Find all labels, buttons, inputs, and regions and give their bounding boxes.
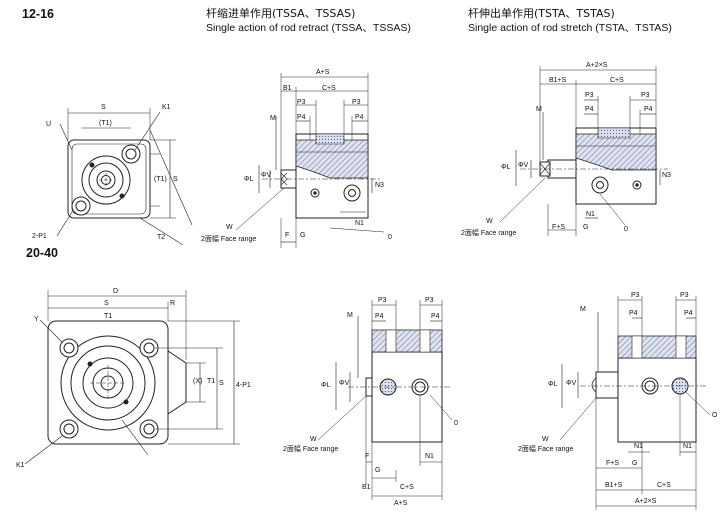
- label-o2: 0: [624, 226, 628, 233]
- label-f-s: F+S: [552, 224, 566, 231]
- label-f-s2: F+S: [606, 460, 620, 467]
- label-g4: G: [632, 460, 638, 467]
- label-n1-5: N1: [683, 443, 692, 450]
- label-r: R: [170, 300, 176, 307]
- label-s2: S: [104, 300, 109, 307]
- label-a-2s2: A+2×S: [635, 498, 657, 505]
- label-c-s3: C+S: [400, 484, 414, 491]
- label-p4-g: P4: [629, 310, 638, 317]
- label-2p1: 2-P1: [32, 233, 47, 240]
- label-m3: M: [347, 312, 353, 319]
- label-p3-g: P3: [631, 292, 640, 299]
- label-a-2s: A+2×S: [586, 62, 608, 69]
- side-view-tsta-20-40: [560, 296, 710, 510]
- label-s-vert2: 4-P1: [236, 382, 251, 389]
- label-y: (X): [193, 378, 203, 385]
- tssa-title-en: Single action of rod retract (TSSA、TSSAS…: [206, 22, 411, 34]
- label-w2: W: [486, 218, 493, 225]
- label-t1-vert: (T1): [154, 176, 167, 183]
- label-phi-l4: ΦL: [548, 381, 558, 388]
- label-g: G: [300, 232, 306, 239]
- label-w: W: [226, 224, 233, 231]
- label-p4-h: P4: [684, 310, 693, 317]
- label-a-s: A+S: [316, 69, 330, 76]
- label-u: U: [46, 121, 52, 128]
- label-o3: 0: [454, 420, 458, 427]
- front-view-20-40: [25, 290, 240, 464]
- label-m2: M: [536, 106, 542, 113]
- label-n1-4: N1: [634, 443, 643, 450]
- label-g2: G: [583, 224, 589, 231]
- label-face-range4: 2面幅 Face range: [518, 446, 574, 453]
- label-c-s: C+S: [322, 85, 336, 92]
- tsta-title-cn: 杆伸出单作用(TSTA、TSTAS): [468, 7, 615, 20]
- label-4p1: K1: [16, 462, 25, 469]
- label-a-s2: A+S: [394, 500, 408, 507]
- label-p3-f: P3: [425, 297, 434, 304]
- label-p4-c: P4: [585, 106, 594, 113]
- label-phi-v: ΦV: [261, 172, 272, 179]
- label-p3-b: P3: [352, 99, 361, 106]
- side-view-tssa: [236, 73, 384, 248]
- label-b1: B1: [283, 85, 292, 92]
- label-phi-l: ΦL: [244, 176, 254, 183]
- label-s: S: [101, 104, 106, 111]
- label-b1-2: B1: [362, 484, 371, 491]
- label-p3-c: P3: [585, 92, 594, 99]
- tssa-title-cn: 杆缩进单作用(TSSA、TSSAS): [206, 7, 356, 20]
- label-w4: W: [542, 436, 549, 443]
- label-f2: F: [365, 453, 370, 460]
- size-range-top: 12-16: [22, 7, 54, 21]
- label-p4-a: P4: [297, 114, 306, 121]
- label-p3-d: P3: [641, 92, 650, 99]
- label-k1: K1: [162, 104, 171, 111]
- label-p4-d: P4: [644, 106, 653, 113]
- label-m: M: [270, 115, 276, 122]
- label-p4-e: P4: [375, 313, 384, 320]
- label-f: F: [285, 232, 290, 239]
- front-view-12-16: [57, 108, 192, 245]
- label-b1-s2: B1+S: [605, 482, 623, 489]
- label-u2: Y: [34, 316, 39, 323]
- label-n1: N1: [355, 220, 364, 227]
- label-p3-e: P3: [378, 297, 387, 304]
- label-p4-b: P4: [355, 114, 364, 121]
- label-c-s2: C+S: [610, 77, 624, 84]
- label-x: T1: [207, 378, 216, 385]
- label-phi-l2: ΦL: [501, 164, 511, 171]
- label-n1-3: N1: [425, 453, 434, 460]
- label-t2: T2: [157, 234, 166, 241]
- label-b1-s: B1+S: [549, 77, 567, 84]
- label-phi-l3: ΦL: [321, 382, 331, 389]
- label-face-range2: 2面幅 Face range: [461, 230, 517, 237]
- side-view-tsta: [500, 66, 668, 236]
- label-d: D: [113, 288, 119, 295]
- label-phi-v3: ΦV: [339, 380, 350, 387]
- label-face-range3: 2面幅 Face range: [283, 446, 339, 453]
- label-n3-2: N3: [662, 172, 671, 179]
- label-n1-2: N1: [586, 211, 595, 218]
- label-o: 0: [388, 234, 392, 241]
- label-p3-a: P3: [297, 99, 306, 106]
- label-w3: W: [310, 436, 317, 443]
- label-c-s4: C+S: [657, 482, 671, 489]
- label-o4: O: [712, 412, 718, 419]
- label-phi-v4: ΦV: [566, 380, 577, 387]
- label-phi-v2: ΦV: [518, 162, 529, 169]
- label-t1-vert2: S: [219, 380, 224, 387]
- tsta-title-en: Single action of rod stretch (TSTA、TSTAS…: [468, 22, 672, 34]
- size-range-bottom: 20-40: [26, 246, 58, 260]
- label-n3: N3: [375, 182, 384, 189]
- label-p3-h: P3: [680, 292, 689, 299]
- label-s-vert: S: [173, 176, 178, 183]
- side-view-tssa-20-40: [318, 300, 452, 500]
- label-face-range: 2面幅 Face range: [201, 236, 257, 243]
- label-t1: (T1): [99, 120, 112, 127]
- label-m4: M: [580, 306, 586, 313]
- label-p4-f: P4: [431, 313, 440, 320]
- label-t1-2: T1: [104, 313, 113, 320]
- label-g3: G: [375, 467, 381, 474]
